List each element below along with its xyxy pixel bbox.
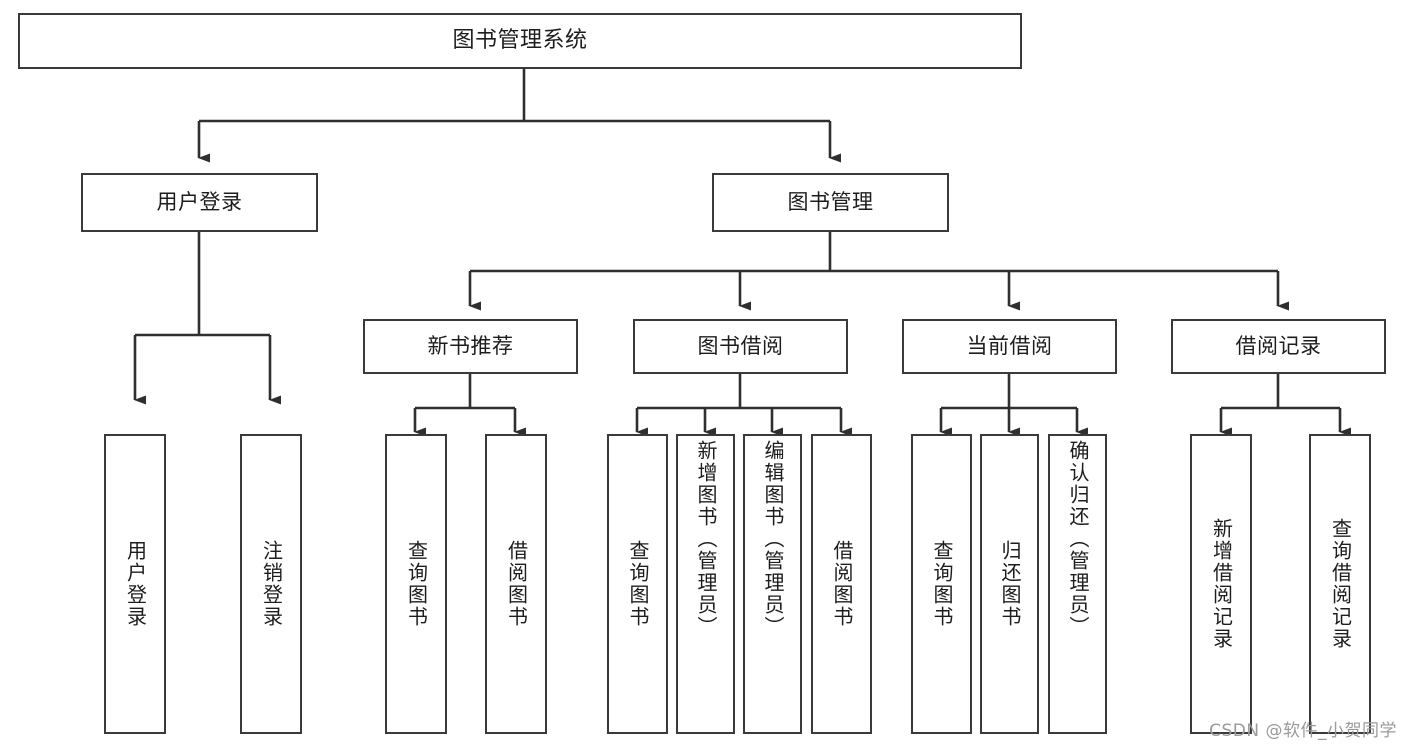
leaf-user-login[interactable]: 用户登录: [104, 434, 166, 734]
node-label: 注销登录: [259, 540, 284, 628]
node-borrow-record[interactable]: 借阅记录: [1171, 319, 1386, 374]
leaf-query-book-borrow[interactable]: 查询图书: [607, 434, 668, 734]
node-new-book-recommend[interactable]: 新书推荐: [363, 319, 578, 374]
node-label: 用户登录: [156, 190, 243, 215]
leaf-borrow-book-newbook[interactable]: 借阅图书: [485, 434, 547, 734]
leaf-query-borrow-record[interactable]: 查询借阅记录: [1309, 434, 1371, 734]
node-label: 用户登录: [123, 540, 148, 628]
node-label: 借阅图书: [830, 540, 854, 628]
node-label: 查询图书: [626, 540, 650, 628]
leaf-edit-book-admin[interactable]: 编辑图书（管理员）: [743, 434, 802, 734]
node-book-management[interactable]: 图书管理: [712, 173, 949, 232]
node-label: 查询图书: [930, 540, 954, 628]
node-label: 图书借阅: [697, 334, 784, 359]
node-label: 编辑图书（管理员）: [761, 440, 785, 638]
node-user-login[interactable]: 用户登录: [81, 173, 318, 232]
leaf-return-book[interactable]: 归还图书: [980, 434, 1039, 734]
csdn-watermark: CSDN @软件_小贺同学: [1209, 721, 1397, 741]
node-label: 图书管理系统: [452, 28, 588, 54]
node-label: 确认归还（管理员）: [1066, 440, 1090, 638]
leaf-confirm-return-admin[interactable]: 确认归还（管理员）: [1048, 434, 1107, 734]
node-label: 新增借阅记录: [1209, 518, 1234, 650]
node-root-book-management-system[interactable]: 图书管理系统: [18, 13, 1022, 69]
node-current-borrow[interactable]: 当前借阅: [902, 319, 1117, 374]
node-label: 借阅图书: [504, 540, 529, 628]
node-label: 新书推荐: [427, 334, 514, 359]
node-label: 查询图书: [404, 540, 429, 628]
node-label: 新增图书（管理员）: [694, 440, 718, 638]
leaf-query-book-current[interactable]: 查询图书: [911, 434, 972, 734]
node-label: 图书管理: [787, 190, 874, 215]
leaf-add-book-admin[interactable]: 新增图书（管理员）: [676, 434, 735, 734]
leaf-borrow-book[interactable]: 借阅图书: [811, 434, 872, 734]
node-label: 当前借阅: [966, 334, 1053, 359]
leaf-add-borrow-record[interactable]: 新增借阅记录: [1190, 434, 1252, 734]
leaf-query-book-newbook[interactable]: 查询图书: [385, 434, 447, 734]
node-label: 查询借阅记录: [1328, 518, 1353, 650]
node-label: 借阅记录: [1235, 334, 1322, 359]
node-label: 归还图书: [998, 540, 1022, 628]
node-book-borrow[interactable]: 图书借阅: [633, 319, 848, 374]
leaf-logout[interactable]: 注销登录: [240, 434, 302, 734]
